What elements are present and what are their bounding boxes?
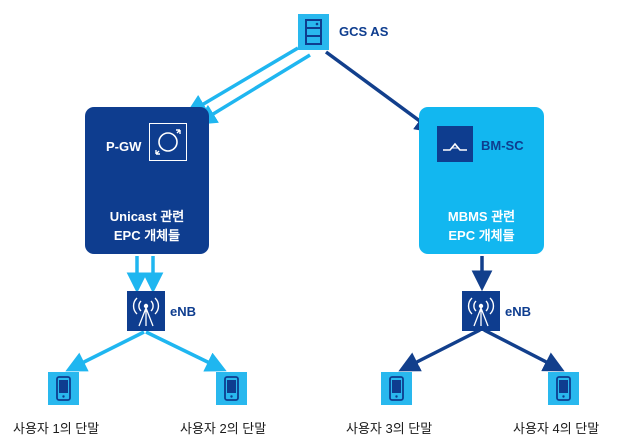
unicast-epc-box (85, 107, 209, 254)
server-icon (298, 14, 329, 50)
mbms-line1: MBMS 관련 (447, 209, 516, 224)
bmsc-label: BM-SC (481, 138, 524, 153)
unicast-line1: Unicast 관련 (109, 209, 185, 224)
arrow-enb-to-user3 (398, 328, 481, 372)
user4-device (548, 372, 579, 405)
user4-label: 사용자 4의 단말 (513, 421, 600, 436)
phone-icon (548, 372, 579, 405)
user3-label: 사용자 3의 단말 (346, 421, 433, 436)
phone-icon (48, 372, 79, 405)
pgw-router-icon (149, 123, 187, 161)
enb-right-node (462, 291, 500, 331)
user1-label: 사용자 1의 단말 (13, 421, 100, 436)
arrow-gcs-to-bmsc (324, 50, 437, 134)
arrow-enb-to-user2 (145, 330, 227, 372)
phone-icon (381, 372, 412, 405)
user2-device (216, 372, 247, 405)
enb-left-node (127, 291, 165, 331)
arrow-enb-to-user4 (483, 328, 565, 372)
pgw-icon-wrap (149, 123, 187, 161)
bmsc-icon-wrap (437, 126, 473, 162)
antenna-icon (127, 291, 165, 331)
antenna-icon (462, 291, 500, 331)
mbms-line2: EPC 개체들 (448, 228, 515, 243)
gcs-as-node (298, 14, 329, 50)
user3-device (381, 372, 412, 405)
mbms-epc-text: MBMS 관련 EPC 개체들 (419, 207, 544, 245)
arrow-gcs-to-pgw-2 (195, 53, 311, 125)
user2-label: 사용자 2의 단말 (180, 421, 267, 436)
bmsc-icon (437, 126, 473, 162)
unicast-epc-text: Unicast 관련 EPC 개체들 (85, 207, 209, 245)
arrow-gcs-to-pgw-1 (185, 46, 299, 115)
pgw-label: P-GW (106, 139, 142, 154)
enb-left-label: eNB (170, 304, 197, 319)
phone-icon (216, 372, 247, 405)
user1-device (48, 372, 79, 405)
gcs-as-label: GCS AS (339, 24, 389, 39)
enb-right-label: eNB (505, 304, 532, 319)
unicast-line2: EPC 개체들 (113, 228, 181, 243)
arrow-enb-to-user1 (65, 330, 145, 372)
